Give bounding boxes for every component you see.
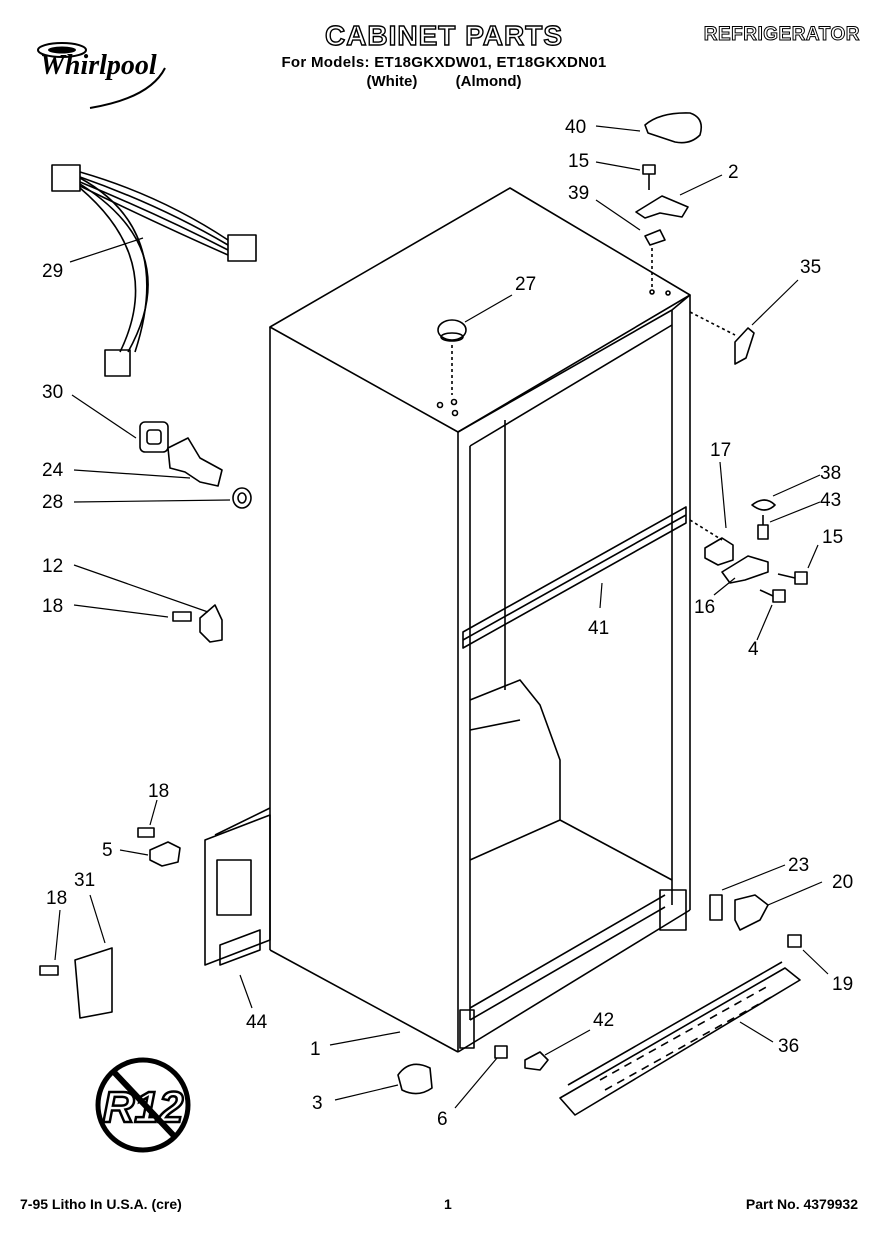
page-title: CABINET PARTS <box>324 19 564 51</box>
part-44-side-bracket <box>204 807 271 966</box>
variant-white: (White) <box>366 73 418 90</box>
callout-3: 3 <box>312 1093 323 1114</box>
callout-42: 42 <box>593 1010 614 1031</box>
part-18-screw-left <box>137 827 155 838</box>
part-2-top-hinge <box>635 195 689 219</box>
callout-31: 31 <box>74 870 95 891</box>
callout-40: 40 <box>565 117 586 138</box>
part-15-screw-center <box>777 571 808 585</box>
part-16-center-hinge <box>721 555 769 584</box>
part-42-clip <box>524 1051 549 1071</box>
part-4-screw <box>759 589 786 603</box>
part-36-toe-grille <box>559 961 801 1116</box>
part-12-bracket <box>172 604 223 643</box>
callout-43: 43 <box>820 490 841 511</box>
page-number: 1 <box>444 1196 452 1212</box>
leader-lines <box>54 125 829 1109</box>
part-29-wire-harness <box>51 164 257 377</box>
part-18-screw-lower <box>39 965 59 976</box>
part-43-hinge-pin <box>757 515 769 540</box>
callout-12: 12 <box>42 556 63 577</box>
callout-28: 28 <box>42 492 63 513</box>
callout-4: 4 <box>748 639 759 660</box>
callout-29: 29 <box>42 261 63 282</box>
part-28-nut <box>232 487 252 509</box>
part-31-cover-panel <box>74 947 113 1019</box>
part-17-hinge-plate <box>704 537 734 566</box>
product-label: REFRIGERATOR <box>703 24 860 46</box>
callout-2: 2 <box>728 162 739 183</box>
callout-20: 20 <box>832 872 853 893</box>
callout-18-top-left: 18 <box>148 781 169 802</box>
part-6-screw <box>494 1045 508 1059</box>
callout-36: 36 <box>778 1036 799 1057</box>
part-24-bushing <box>167 437 223 487</box>
part-27-plug <box>437 319 467 342</box>
logo-swoosh-icon <box>37 42 166 109</box>
callout-23: 23 <box>788 855 809 876</box>
variant-almond: (Almond) <box>455 73 522 90</box>
callout-39: 39 <box>568 183 589 204</box>
callout-41: 41 <box>588 618 609 639</box>
callout-17: 17 <box>710 440 731 461</box>
callout-19: 19 <box>832 974 853 995</box>
models-line: For Models: ET18GKXDW01, ET18GKXDN01 <box>281 54 607 71</box>
part-3-leveler <box>397 1063 433 1095</box>
part-30-grommet <box>139 421 169 453</box>
part-35-clip <box>734 327 755 365</box>
callout-35: 35 <box>800 257 821 278</box>
callout-1: 1 <box>310 1039 321 1060</box>
part-15-screw-top <box>642 164 656 190</box>
part-23-shim <box>709 894 723 921</box>
part-5-clip <box>149 841 181 867</box>
callout-24: 24 <box>42 460 64 481</box>
part-38-washer <box>751 499 776 511</box>
callout-5: 5 <box>102 840 113 861</box>
callout-27: 27 <box>515 274 536 295</box>
callout-18: 18 <box>42 596 63 617</box>
callout-6: 6 <box>437 1109 448 1130</box>
part-number: Part No. 4379932 <box>745 1196 858 1212</box>
callout-15-center: 15 <box>822 527 843 548</box>
part-19-screw <box>787 934 802 948</box>
callout-44: 44 <box>246 1012 268 1033</box>
print-info: 7-95 Litho In U.S.A. (cre) <box>20 1196 182 1212</box>
no-r12-badge: R12 <box>95 1057 191 1153</box>
brand-name: Whirlpool <box>40 50 157 81</box>
part-39-shim <box>644 229 666 246</box>
callout-numbers: 40 15 2 39 35 27 29 30 24 28 12 18 17 38… <box>42 117 853 1130</box>
part-20-lower-hinge <box>734 894 769 931</box>
cabinet-body <box>269 187 691 1053</box>
callout-18-lower-left: 18 <box>46 888 67 909</box>
part-40-hinge-cover <box>644 112 703 144</box>
callout-15: 15 <box>568 151 589 172</box>
callout-16: 16 <box>694 597 715 618</box>
color-variants: (White) (Almond) <box>0 73 888 90</box>
callout-30: 30 <box>42 382 63 403</box>
callout-38: 38 <box>820 463 841 484</box>
